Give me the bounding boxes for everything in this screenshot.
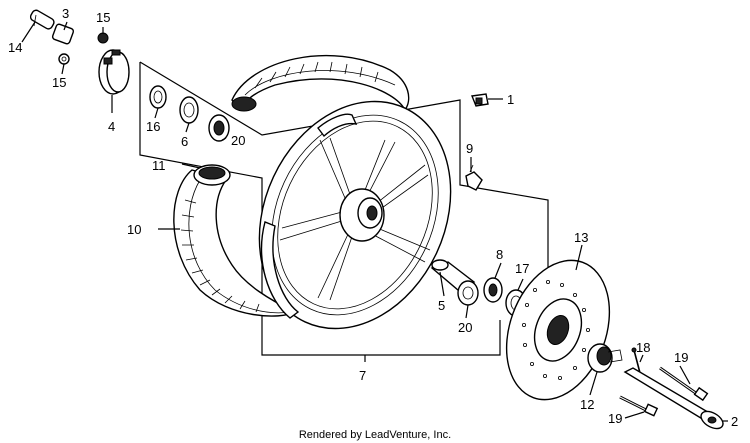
callout-20-lower: 20 <box>458 320 472 335</box>
callout-15-top: 15 <box>96 10 110 25</box>
callout-14: 14 <box>8 40 22 55</box>
callout-18: 18 <box>636 340 650 355</box>
rim-band <box>260 113 358 319</box>
seal-part-20-upper[interactable] <box>208 114 230 142</box>
callout-16: 16 <box>146 119 160 134</box>
bearing-part-16[interactable] <box>149 85 167 109</box>
nut-part-top[interactable] <box>97 32 109 44</box>
callout-20-upper: 20 <box>231 133 245 148</box>
callout-12: 12 <box>580 397 594 412</box>
callout-2: 2 <box>731 414 738 429</box>
wheel-rim-part[interactable] <box>224 70 487 360</box>
bolt-part-19-upper[interactable] <box>659 366 709 402</box>
callout-9: 9 <box>466 141 473 156</box>
clip-part-1[interactable] <box>471 93 489 107</box>
callout-11: 11 <box>152 158 166 173</box>
brake-disc-part[interactable] <box>488 246 627 414</box>
callout-10: 10 <box>127 222 141 237</box>
valve-sleeve-part[interactable] <box>51 23 75 45</box>
frame-line-upper <box>139 61 549 282</box>
speedometer-gearbox-part[interactable] <box>98 49 130 95</box>
front-axle-part[interactable] <box>623 367 726 432</box>
nut-part-left[interactable] <box>58 53 70 65</box>
callout-7: 7 <box>359 368 366 383</box>
callout-17: 17 <box>515 261 529 276</box>
callout-4: 4 <box>108 119 115 134</box>
callout-5: 5 <box>438 298 445 313</box>
leader-lines <box>21 21 728 422</box>
render-credit: Rendered by LeadVenture, Inc. <box>299 429 451 441</box>
callout-3: 3 <box>62 6 69 21</box>
bearing-part-8[interactable] <box>483 277 503 303</box>
pin-part-18[interactable] <box>631 347 641 374</box>
callout-6: 6 <box>181 134 188 149</box>
seal-part-20-lower[interactable] <box>457 280 479 306</box>
callout-19-lower: 19 <box>608 411 622 426</box>
callout-8: 8 <box>496 247 503 262</box>
bolt-part-19-lower[interactable] <box>619 395 659 417</box>
hub-flange-part[interactable] <box>587 343 623 373</box>
callout-13: 13 <box>574 230 588 245</box>
callout-15-left: 15 <box>52 75 66 90</box>
front-tire-part[interactable] <box>173 169 297 317</box>
valve-stem-part[interactable] <box>29 9 55 31</box>
bracket-part-9[interactable] <box>465 164 483 191</box>
callout-19-upper: 19 <box>674 350 688 365</box>
bearing-part-6[interactable] <box>179 96 199 124</box>
inner-tube-part[interactable] <box>193 164 231 186</box>
callout-1: 1 <box>507 92 514 107</box>
